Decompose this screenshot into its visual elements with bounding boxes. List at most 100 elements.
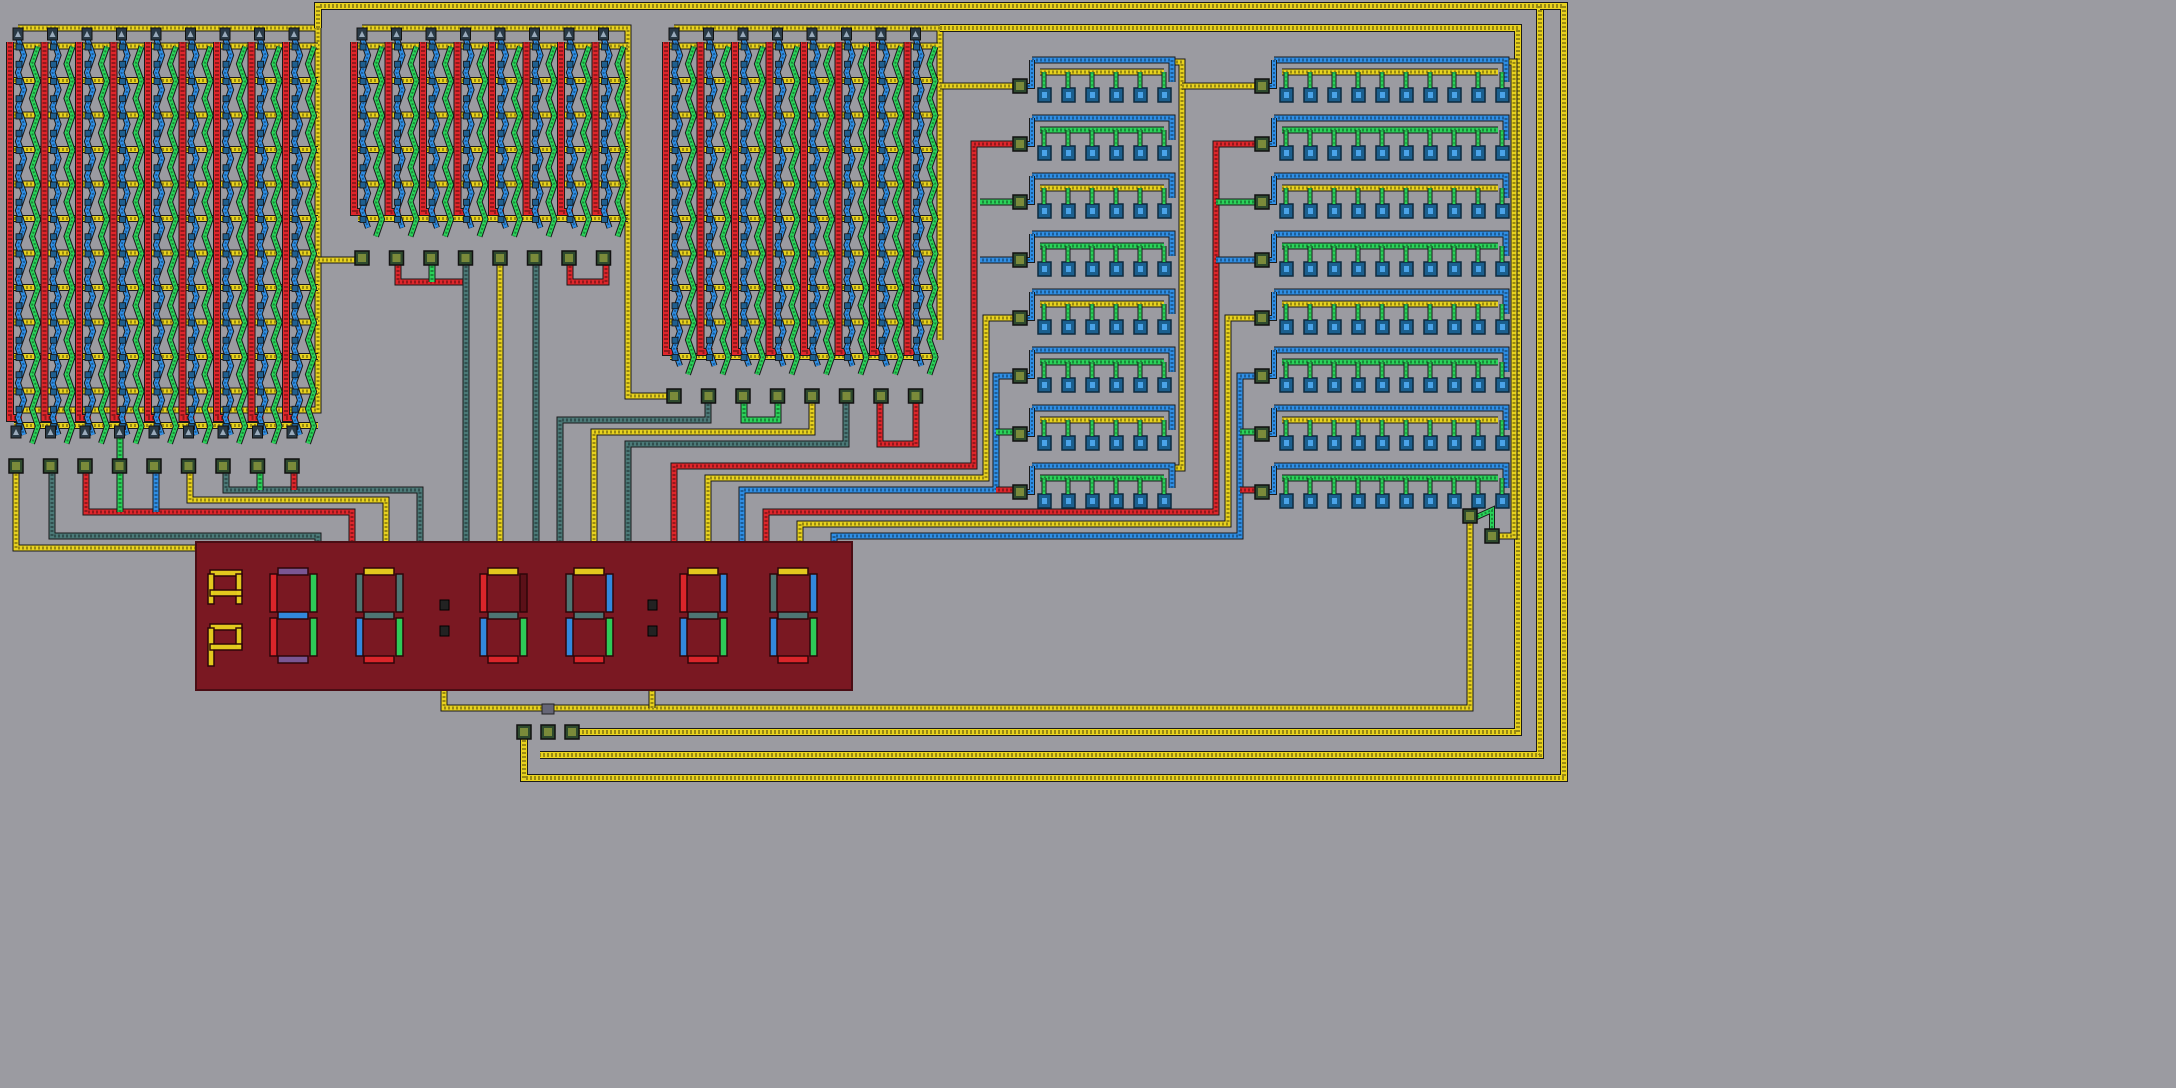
- logic-gate[interactable]: [183, 425, 194, 439]
- matrix-cell[interactable]: [913, 129, 920, 137]
- logic-gate[interactable]: [47, 27, 58, 41]
- matrix-cell[interactable]: [359, 164, 367, 172]
- matrix-cell[interactable]: [740, 164, 748, 172]
- matrix-cell[interactable]: [84, 164, 92, 172]
- matrix-cell[interactable]: [532, 60, 539, 68]
- matrix-cell[interactable]: [809, 250, 817, 258]
- matrix-cell[interactable]: [809, 129, 817, 137]
- matrix-cell[interactable]: [153, 95, 161, 103]
- logic-gate[interactable]: [875, 27, 887, 41]
- matrix-cell[interactable]: [153, 267, 161, 275]
- matrix-cell[interactable]: [222, 60, 230, 68]
- toggle-switch[interactable]: [1279, 72, 1294, 103]
- matrix-cell[interactable]: [188, 216, 195, 223]
- bank-row-node[interactable]: [1254, 252, 1270, 268]
- matrix-cell[interactable]: [291, 216, 299, 223]
- matrix-cell[interactable]: [153, 302, 161, 310]
- matrix-cell[interactable]: [15, 388, 23, 396]
- matrix-cell[interactable]: [809, 181, 817, 189]
- matrix-cell[interactable]: [913, 198, 920, 206]
- matrix-cell[interactable]: [671, 147, 679, 154]
- matrix-cell[interactable]: [740, 129, 748, 137]
- toggle-switch[interactable]: [1327, 188, 1342, 219]
- toggle-switch[interactable]: [1495, 72, 1510, 103]
- matrix-cell[interactable]: [706, 198, 713, 206]
- middle-output-node[interactable]: [388, 250, 405, 266]
- matrix-cell[interactable]: [188, 198, 195, 206]
- toggle-switch[interactable]: [1109, 246, 1124, 277]
- toggle-switch[interactable]: [1447, 362, 1462, 393]
- matrix-cell[interactable]: [188, 233, 195, 241]
- matrix-cell[interactable]: [809, 147, 817, 154]
- matrix-cell[interactable]: [497, 198, 505, 206]
- right-output-node[interactable]: [735, 388, 751, 404]
- matrix-cell[interactable]: [913, 60, 920, 68]
- toggle-switch[interactable]: [1303, 362, 1318, 393]
- matrix-cell[interactable]: [15, 250, 23, 258]
- matrix-cell[interactable]: [394, 147, 401, 154]
- matrix-cell[interactable]: [257, 164, 264, 172]
- matrix-cell[interactable]: [775, 181, 782, 189]
- matrix-cell[interactable]: [119, 250, 126, 258]
- toggle-switch[interactable]: [1327, 362, 1342, 393]
- matrix-cell[interactable]: [740, 181, 748, 189]
- matrix-cell[interactable]: [153, 285, 161, 292]
- matrix-cell[interactable]: [913, 43, 920, 51]
- matrix-cell[interactable]: [188, 181, 195, 189]
- matrix-cell[interactable]: [878, 216, 886, 223]
- matrix-cell[interactable]: [84, 388, 92, 396]
- matrix-cell[interactable]: [844, 60, 851, 68]
- toggle-switch[interactable]: [1037, 362, 1052, 393]
- matrix-cell[interactable]: [740, 43, 748, 51]
- matrix-cell[interactable]: [84, 233, 92, 241]
- toggle-switch[interactable]: [1351, 130, 1366, 161]
- matrix-cell[interactable]: [844, 319, 851, 327]
- matrix-cell[interactable]: [84, 43, 92, 51]
- toggle-switch[interactable]: [1037, 478, 1052, 509]
- toggle-switch[interactable]: [1037, 246, 1052, 277]
- right-output-node[interactable]: [804, 388, 820, 404]
- matrix-cell[interactable]: [844, 233, 851, 241]
- matrix-cell[interactable]: [671, 336, 679, 344]
- toggle-switch[interactable]: [1495, 188, 1510, 219]
- matrix-cell[interactable]: [497, 112, 505, 120]
- matrix-cell[interactable]: [671, 181, 679, 189]
- toggle-switch[interactable]: [1375, 72, 1390, 103]
- matrix-cell[interactable]: [775, 95, 782, 103]
- bottom-terminal-1[interactable]: [516, 724, 532, 740]
- matrix-cell[interactable]: [428, 147, 436, 154]
- matrix-cell[interactable]: [844, 129, 851, 137]
- matrix-cell[interactable]: [706, 95, 713, 103]
- toggle-switch[interactable]: [1303, 246, 1318, 277]
- matrix-cell[interactable]: [291, 285, 299, 292]
- toggle-switch[interactable]: [1157, 72, 1172, 103]
- matrix-cell[interactable]: [15, 319, 23, 327]
- toggle-switch[interactable]: [1037, 130, 1052, 161]
- matrix-cell[interactable]: [257, 267, 264, 275]
- toggle-switch[interactable]: [1061, 188, 1076, 219]
- matrix-cell[interactable]: [119, 302, 126, 310]
- matrix-cell[interactable]: [671, 302, 679, 310]
- toggle-switch[interactable]: [1351, 304, 1366, 335]
- matrix-cell[interactable]: [15, 164, 23, 172]
- matrix-cell[interactable]: [671, 60, 679, 68]
- matrix-cell[interactable]: [222, 319, 230, 327]
- matrix-cell[interactable]: [532, 181, 539, 189]
- toggle-switch[interactable]: [1109, 478, 1124, 509]
- matrix-cell[interactable]: [497, 43, 505, 51]
- matrix-cell[interactable]: [671, 267, 679, 275]
- toggle-switch[interactable]: [1399, 246, 1414, 277]
- matrix-cell[interactable]: [497, 181, 505, 189]
- matrix-cell[interactable]: [50, 405, 57, 413]
- logic-gate[interactable]: [185, 27, 196, 41]
- logic-gate[interactable]: [425, 27, 437, 41]
- matrix-cell[interactable]: [50, 319, 57, 327]
- matrix-cell[interactable]: [878, 354, 886, 361]
- matrix-cell[interactable]: [84, 302, 92, 310]
- matrix-cell[interactable]: [428, 181, 436, 189]
- matrix-cell[interactable]: [84, 216, 92, 223]
- matrix-cell[interactable]: [566, 43, 574, 51]
- matrix-cell[interactable]: [119, 285, 126, 292]
- matrix-cell[interactable]: [740, 198, 748, 206]
- matrix-cell[interactable]: [188, 112, 195, 120]
